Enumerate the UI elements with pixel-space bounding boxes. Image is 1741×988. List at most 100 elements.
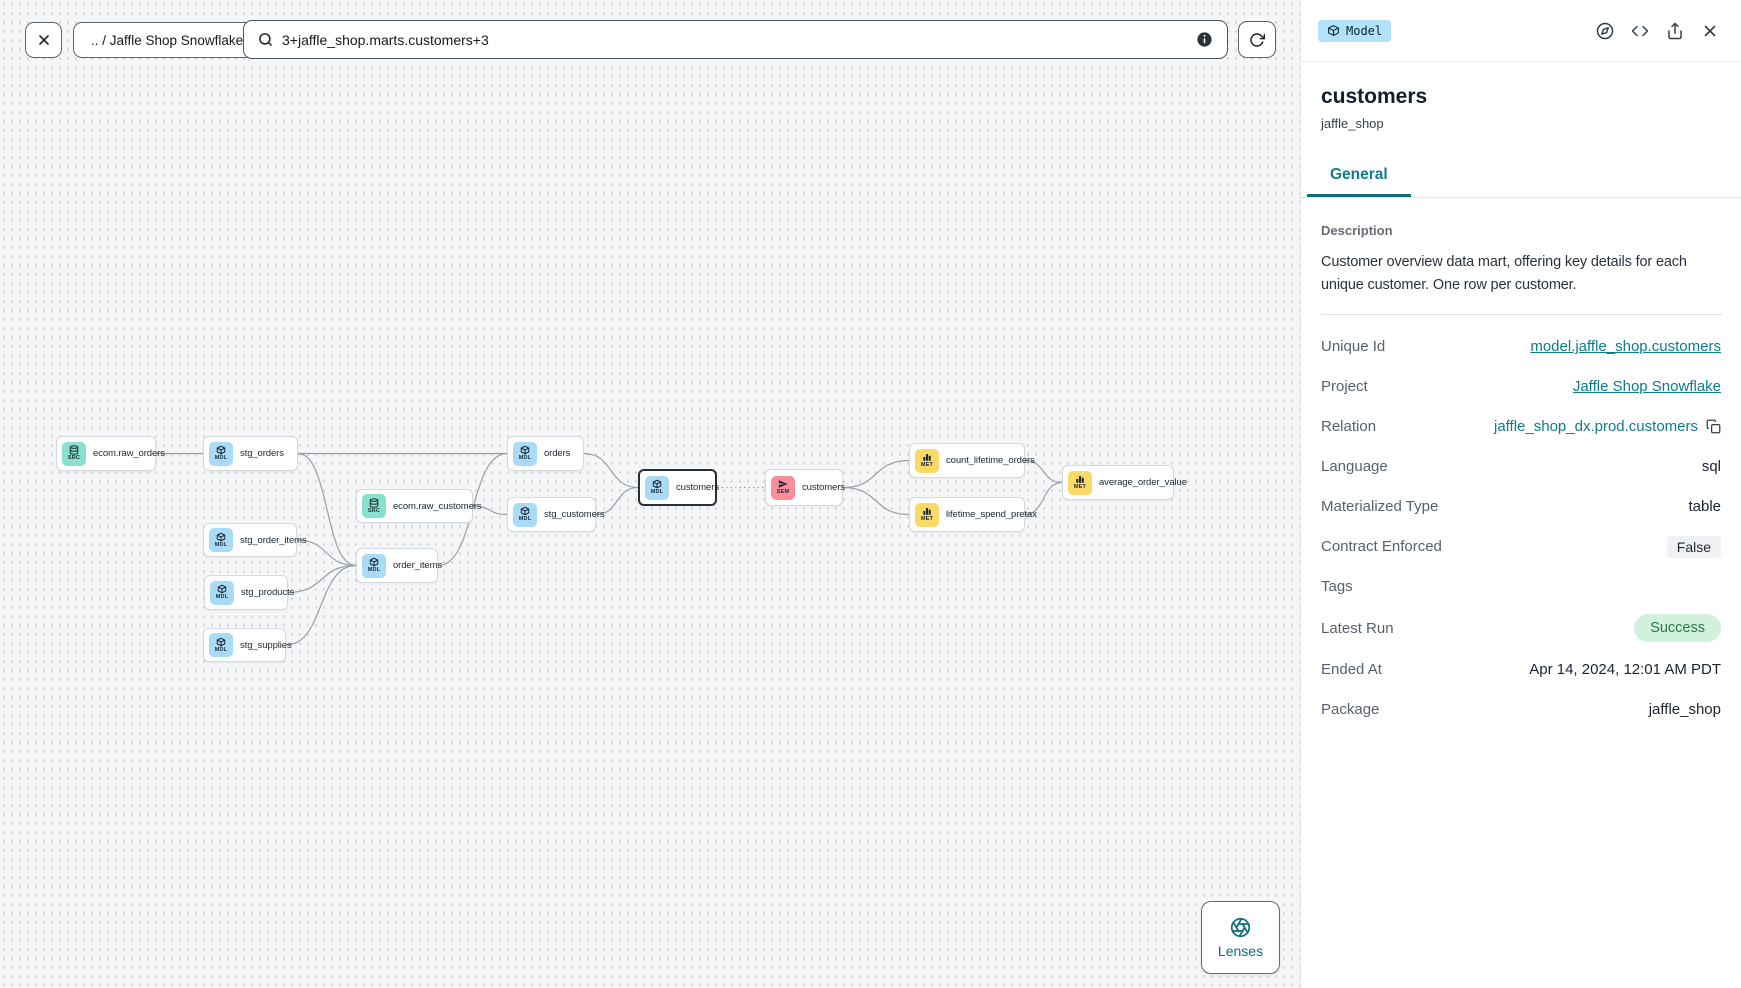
- detail-row-tags: Tags: [1321, 574, 1721, 599]
- database-icon: SRC: [362, 494, 386, 518]
- unique-id-link[interactable]: model.jaffle_shop.customers: [1530, 338, 1721, 356]
- cube-icon: MDL: [210, 580, 234, 605]
- close-panel-button[interactable]: [1701, 22, 1719, 40]
- graph-node-stg_products[interactable]: MDL stg_products: [204, 575, 294, 610]
- edge-stg_order_items-to-order_items: [296, 539, 357, 567]
- page-title: customers: [1321, 85, 1428, 108]
- cube-icon: MDL: [645, 475, 669, 500]
- node-label: stg_products: [241, 587, 295, 598]
- cube-icon: [1328, 25, 1339, 36]
- info-icon[interactable]: [1196, 31, 1213, 48]
- edge-ecom_raw_customers-to-stg_customers: [472, 505, 508, 516]
- graph-node-stg_order_items[interactable]: MDL stg_order_items: [203, 523, 307, 557]
- node-label: count_lifetime_orders: [946, 455, 1035, 466]
- graph-node-customers_sem[interactable]: SEM customers: [765, 469, 845, 506]
- detail-row-label: Package: [1321, 701, 1380, 719]
- node-label: customers: [802, 482, 845, 493]
- project-link[interactable]: Jaffle Shop Snowflake: [1572, 378, 1721, 396]
- detail-row-label: Latest Run: [1321, 619, 1394, 637]
- copy-button[interactable]: [1706, 419, 1721, 434]
- detail-row-package: Package jaffle_shop: [1321, 697, 1721, 722]
- detail-row-label: Unique Id: [1321, 338, 1386, 356]
- contract-enforced-badge: False: [1666, 535, 1721, 558]
- breadcrumb[interactable]: .. / Jaffle Shop Snowflake: [73, 22, 262, 58]
- edge-stg_supplies-to-order_items: [285, 564, 357, 646]
- search-input[interactable]: [282, 31, 1187, 48]
- refresh-button[interactable]: [1238, 21, 1276, 58]
- cube-icon: MDL: [209, 528, 233, 552]
- close-lineage-button[interactable]: [25, 22, 62, 58]
- node-label: orders: [544, 448, 571, 459]
- node-label: customers: [676, 482, 719, 493]
- lenses-button[interactable]: Lenses: [1201, 901, 1280, 974]
- edge-orders-to-customers: [583, 452, 639, 489]
- detail-row-label: Contract Enforced: [1321, 538, 1442, 556]
- close-icon: [36, 32, 52, 48]
- ended-at-value: Apr 14, 2024, 12:01 AM PDT: [1529, 661, 1721, 679]
- cube-icon: MDL: [209, 633, 233, 657]
- node-label: stg_orders: [240, 448, 284, 459]
- refresh-icon: [1249, 32, 1265, 48]
- node-label: stg_order_items: [240, 534, 307, 546]
- divider: [1321, 314, 1721, 316]
- node-label: stg_customers: [544, 509, 605, 520]
- database-icon: SRC: [62, 441, 86, 466]
- compass-icon: [1596, 22, 1614, 39]
- model-type-badge: Model: [1318, 19, 1392, 42]
- detail-row-label: Tags: [1321, 578, 1353, 596]
- edge-stg_orders-to-order_items: [297, 452, 357, 567]
- bar-chart-icon: MET: [1068, 470, 1092, 495]
- cube-icon: MDL: [362, 553, 386, 578]
- node-label: ecom.raw_orders: [93, 448, 165, 459]
- view-code-button[interactable]: [1631, 22, 1649, 40]
- detail-row-label: Relation: [1321, 418, 1377, 436]
- detail-row-label: Project: [1321, 378, 1368, 396]
- share-button[interactable]: [1666, 22, 1684, 40]
- search-container: [243, 20, 1228, 59]
- edge-stg_products-to-order_items: [287, 564, 357, 594]
- tab-bar: General: [1301, 158, 1741, 198]
- edge-customers_sem-to-lifetime_spend_pretax: [842, 486, 910, 516]
- graph-node-stg_supplies[interactable]: MDL stg_supplies: [203, 628, 292, 662]
- graph-node-customers[interactable]: MDL customers: [638, 469, 719, 506]
- panel-header: Model: [1301, 0, 1741, 62]
- edge-count_lifetime_orders-to-average_order_value: [1024, 459, 1063, 484]
- close-icon: [1704, 25, 1716, 36]
- detail-row-label: Ended At: [1321, 661, 1382, 679]
- explore-button[interactable]: [1596, 22, 1614, 40]
- node-label: stg_supplies: [240, 639, 292, 651]
- detail-row-label: Language: [1321, 458, 1388, 476]
- panel-actions: [1596, 22, 1719, 40]
- package-value: jaffle_shop: [1648, 701, 1721, 719]
- tab-general[interactable]: General: [1307, 158, 1411, 197]
- edge-stg_customers-to-customers: [595, 486, 639, 516]
- node-label: lifetime_spend_pretax: [946, 509, 1037, 520]
- cube-icon: MDL: [513, 441, 537, 466]
- detail-row-project: Project Jaffle Shop Snowflake: [1321, 374, 1721, 399]
- edge-customers_sem-to-count_lifetime_orders: [842, 459, 910, 489]
- code-icon: [1631, 25, 1649, 36]
- graph-node-orders[interactable]: MDL orders: [507, 436, 584, 471]
- description-text: Customer overview data mart, offering ke…: [1321, 254, 1687, 294]
- panel-body: customers jaffle_shop General Descriptio…: [1301, 62, 1741, 722]
- language-value: sql: [1701, 458, 1721, 476]
- cube-icon: MDL: [209, 441, 233, 466]
- graph-node-ecom_raw_orders[interactable]: SRC ecom.raw_orders: [56, 436, 165, 471]
- search-icon: [259, 33, 272, 46]
- materialized-type-value: table: [1688, 498, 1721, 516]
- description-heading: Description: [1321, 223, 1393, 238]
- send-icon: SEM: [771, 475, 795, 500]
- graph-node-stg_orders[interactable]: MDL stg_orders: [203, 436, 298, 471]
- model-badge-label: Model: [1346, 23, 1383, 38]
- details-panel: Model customers jaffle_shop: [1300, 0, 1741, 988]
